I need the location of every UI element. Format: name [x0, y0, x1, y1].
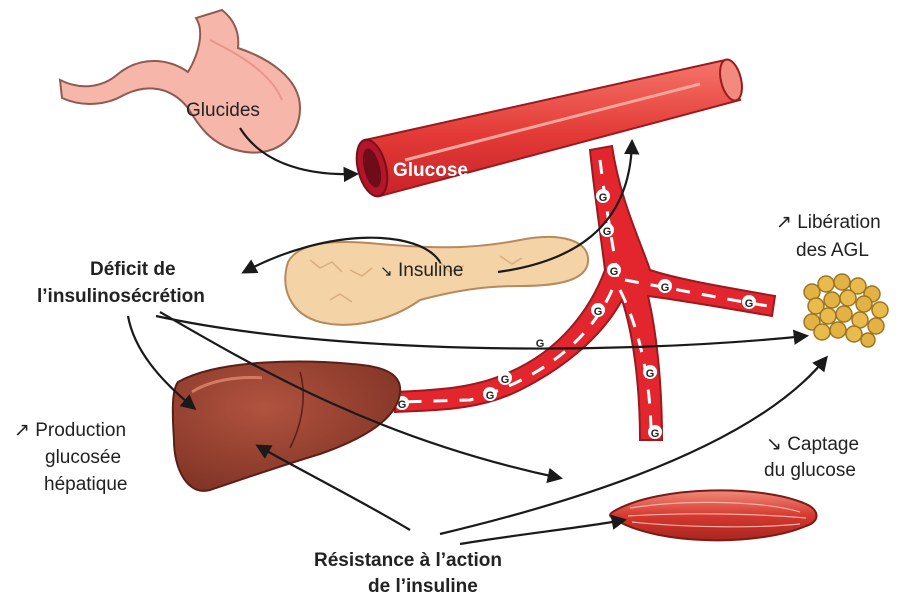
captage-label-line1: ↘ Captage: [766, 434, 859, 455]
svg-text:G: G: [594, 306, 603, 318]
svg-text:G: G: [603, 226, 612, 238]
svg-text:G: G: [745, 298, 754, 310]
resistance-label-line2: de l’insuline: [368, 576, 478, 596]
glucides-label: Glucides: [186, 100, 260, 121]
svg-text:G: G: [486, 390, 495, 402]
arrow-deficit-to-fat: [156, 316, 806, 349]
deficit-label-line2: l’insulinosécrétion: [37, 286, 205, 307]
svg-text:G: G: [646, 368, 655, 380]
insuline-arrow-glyph: ↘: [380, 263, 393, 280]
resistance-label-line1: Résistance à l’action: [314, 550, 502, 571]
svg-text:G: G: [501, 374, 510, 386]
production-label-line3: hépatique: [44, 474, 127, 495]
production-label-line1: ↗ Production: [14, 420, 126, 441]
deficit-label-line1: Déficit de: [90, 259, 176, 280]
production-label-line2: glucosée: [45, 447, 121, 468]
fat-cells-illustration: [804, 274, 888, 347]
insuline-label: Insuline: [398, 260, 464, 281]
svg-text:G: G: [610, 266, 619, 278]
glucose-label: Glucose: [393, 160, 468, 181]
arrow-resistance-to-liver: [258, 446, 410, 530]
svg-text:G: G: [661, 282, 670, 294]
liberation-label-line1: ↗ Libération: [776, 212, 881, 233]
stomach-illustration: [60, 10, 300, 153]
svg-text:G: G: [651, 428, 660, 440]
muscle-illustration: [610, 490, 817, 540]
captage-label-line2: du glucose: [764, 460, 856, 481]
svg-text:G: G: [599, 192, 608, 204]
liberation-label-line2: des AGL: [796, 240, 869, 261]
